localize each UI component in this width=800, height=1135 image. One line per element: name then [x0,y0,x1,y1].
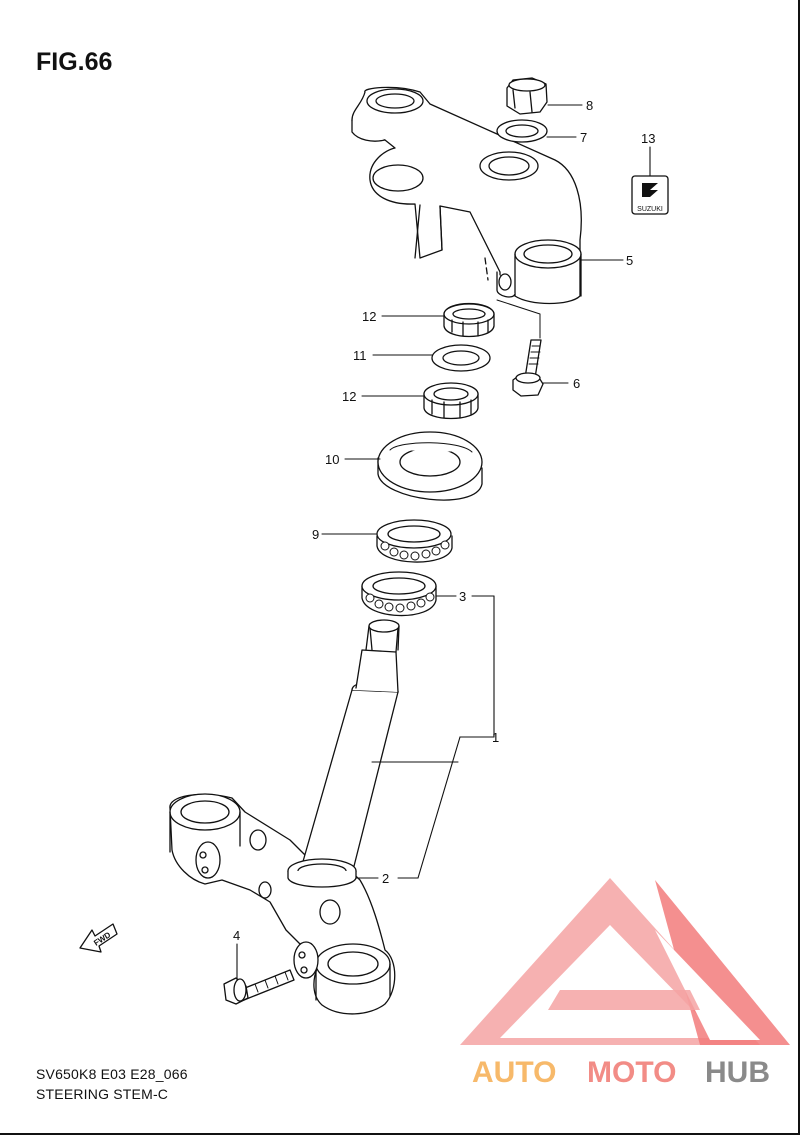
callout-7: 7 [580,130,587,145]
watermark-logo [460,878,790,1045]
watermark-hub: HUB [705,1056,770,1089]
figure-title: FIG.66 [36,48,113,76]
leader-lines [236,104,651,981]
callout-5: 5 [626,253,633,268]
lock-washer-part [431,344,491,372]
watermark-auto: AUTO [472,1056,556,1089]
callout-12-upper: 12 [362,309,376,324]
watermark-text: AUTO MOTO HUB [472,1056,770,1089]
callout-13: 13 [641,131,655,146]
callout-1: 1 [492,730,499,745]
callout-12-lower: 12 [342,389,356,404]
callout-10: 10 [325,452,339,467]
pinch-bolt-part [223,969,295,1005]
steering-nut-upper-part [443,302,495,338]
callout-4: 4 [233,928,240,943]
lower-bearing-part [361,571,437,617]
callout-11: 11 [353,348,367,363]
model-code: SV650K8 E03 E28_066 [36,1066,188,1082]
dust-seal-part [377,431,483,501]
steering-stem-part [169,619,400,1015]
section-name: STEERING STEM-C [36,1086,169,1102]
fwd-arrow-icon: FWD [79,923,118,953]
callout-3: 3 [459,589,466,604]
upper-bearing-part [376,519,453,563]
callout-2: 2 [382,871,389,886]
callout-8: 8 [586,98,593,113]
emblem-badge-part [631,175,669,215]
badge-text: SUZUKI [637,206,663,213]
upper-bracket-part [351,86,582,339]
callout-6: 6 [573,376,580,391]
callout-9: 9 [312,527,319,542]
watermark-moto: MOTO [587,1056,676,1089]
cap-nut-part [506,77,548,115]
washer-part [496,119,548,143]
clamp-bolt-part [512,339,544,397]
steering-nut-lower-part [423,382,479,420]
callout-numbers: 1 2 3 4 5 6 7 8 9 10 11 12 12 13 SUZUKI [233,98,663,943]
